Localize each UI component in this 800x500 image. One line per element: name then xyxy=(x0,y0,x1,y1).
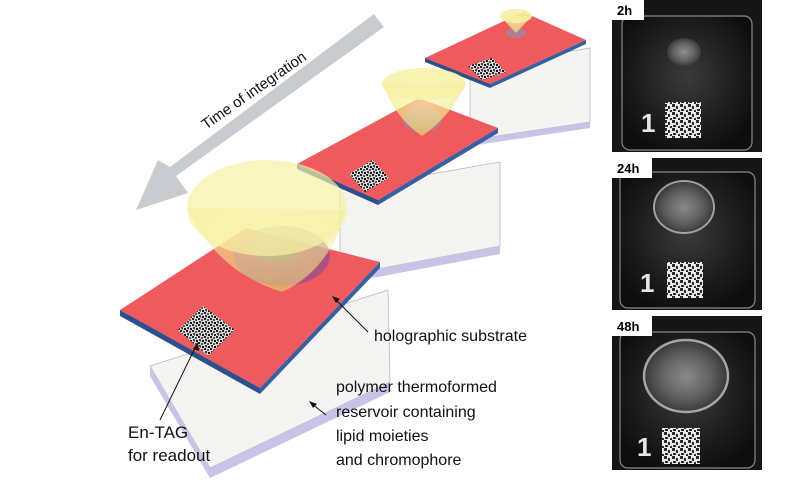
cone-top xyxy=(500,9,532,23)
substrate xyxy=(297,98,498,200)
substrate-edge xyxy=(120,310,260,394)
photo-spot xyxy=(654,181,714,233)
photo-time: 2h xyxy=(617,3,632,18)
photo-spot-ring xyxy=(653,180,715,234)
photo-2h: 2h 1 xyxy=(612,0,762,152)
cone-top xyxy=(187,160,347,256)
substrate-edge-right xyxy=(490,40,586,88)
label-reservoir-3: lipid moieties xyxy=(336,428,428,445)
photo-tag-bg xyxy=(612,158,652,178)
reservoir-side xyxy=(340,246,500,284)
photo-number: 1 xyxy=(637,432,651,462)
pointer-head xyxy=(193,342,199,351)
pointer-head xyxy=(309,401,317,408)
label-reservoir-4: and chromophore xyxy=(336,452,462,469)
photo-number: 1 xyxy=(640,268,654,298)
photo-code xyxy=(665,102,701,138)
photo-time: 24h xyxy=(617,161,639,176)
label-entag-2: for readout xyxy=(128,446,210,465)
label-reservoir-2: reservoir containing xyxy=(336,404,476,421)
photo-tag-bg xyxy=(612,316,652,336)
photo-dish xyxy=(621,15,753,151)
photo-time: 48h xyxy=(617,319,639,334)
photo-number: 1 xyxy=(641,108,655,138)
label-reservoir-1: polymer thermoformed xyxy=(336,379,497,396)
substrate xyxy=(425,12,586,84)
stage-48h xyxy=(120,160,391,478)
photo-48h: 48h 1 xyxy=(612,316,762,470)
pointer-substrate xyxy=(333,297,369,333)
pointer-entag xyxy=(159,345,197,421)
photo-spot xyxy=(644,340,728,412)
arrow-shape xyxy=(136,14,384,210)
stage-24h xyxy=(297,68,501,284)
substrate-edge-right xyxy=(378,128,498,205)
label-holographic-substrate: holographic substrate xyxy=(374,328,527,345)
photo-code xyxy=(662,428,700,464)
substrate-edge xyxy=(425,58,490,88)
label-entag-1: En-TAG xyxy=(128,423,188,442)
entag-code xyxy=(178,306,235,356)
photo-spot xyxy=(667,38,701,66)
photo-24h: 24h 1 xyxy=(612,158,762,310)
substrate-edge-right xyxy=(260,262,380,394)
pointer-head xyxy=(332,296,340,303)
time-arrow xyxy=(136,14,384,210)
entag-code xyxy=(468,58,506,80)
photo-code xyxy=(667,262,703,298)
reservoir-side xyxy=(470,122,590,146)
photo-spot-ring xyxy=(642,338,730,414)
stage-2h xyxy=(425,9,591,146)
reservoir-side-left xyxy=(150,366,210,478)
cone-top xyxy=(382,68,466,100)
reservoir-side xyxy=(210,382,390,478)
photo-tag-bg xyxy=(612,0,644,20)
entag-code xyxy=(349,160,389,192)
